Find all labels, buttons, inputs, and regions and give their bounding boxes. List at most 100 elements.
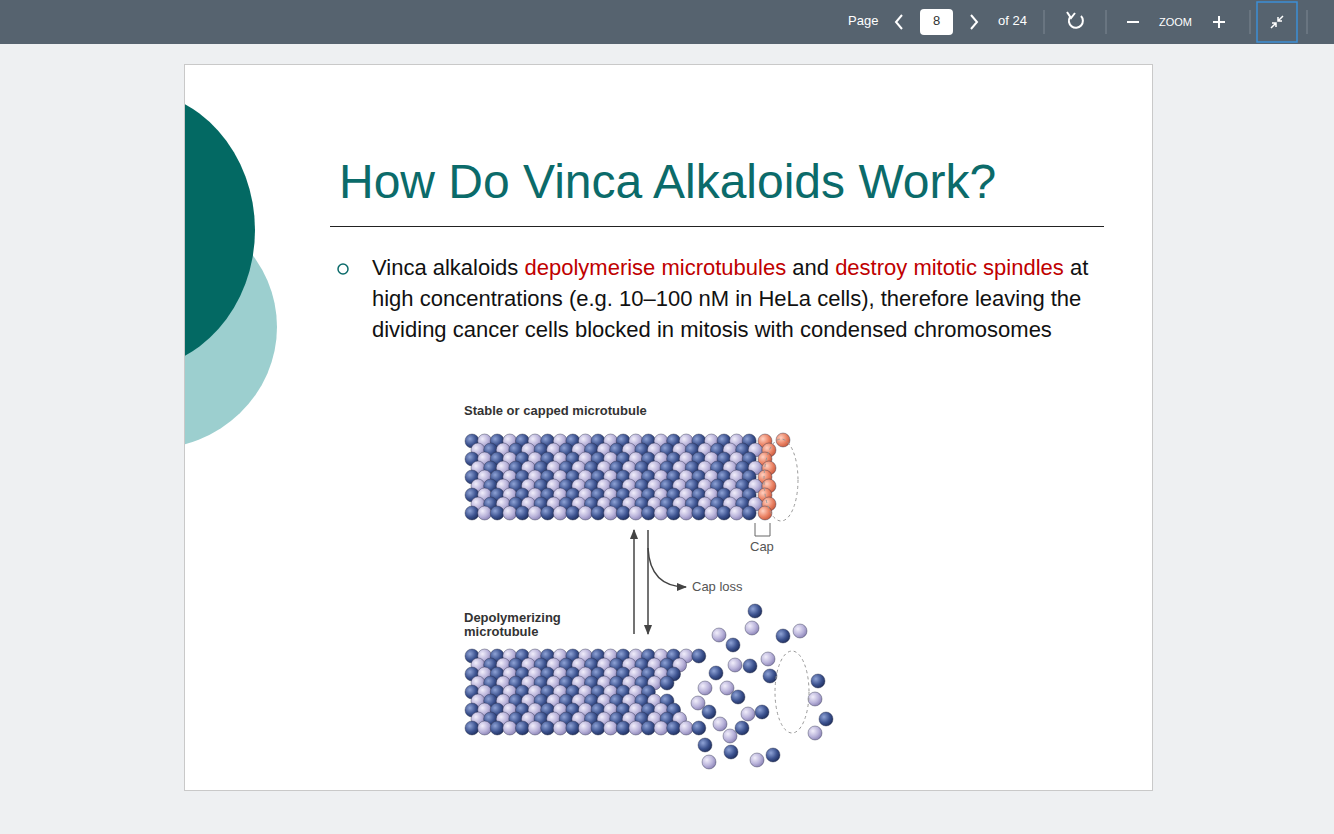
tubulin-subunit <box>712 628 726 642</box>
zoom-label: ZOOM <box>1159 16 1192 28</box>
tubulin-subunit <box>692 649 706 663</box>
collapse-icon <box>1271 16 1283 28</box>
tubulin-subunit <box>766 748 780 762</box>
tubulin-subunit <box>713 717 727 731</box>
tubulin-subunit <box>566 721 580 735</box>
tubulin-subunit <box>591 506 605 520</box>
tubulin-subunit <box>478 721 492 735</box>
tubulin-subunit <box>692 721 706 735</box>
tubulin-subunit <box>667 721 681 735</box>
tubulin-subunit <box>604 506 618 520</box>
page-input <box>920 9 953 35</box>
title-rule <box>330 226 1104 227</box>
bullet <box>338 264 348 274</box>
page-count: of 24 <box>998 14 1027 28</box>
tubulin-subunit <box>528 506 542 520</box>
tubulin-subunit <box>566 506 580 520</box>
tubulin-subunit <box>591 721 605 735</box>
bullet-paragraph: Vinca alkaloids depolymerise microtubule… <box>372 252 1094 345</box>
bullet-text: Vinca alkaloids <box>372 255 518 280</box>
tubulin-subunit <box>704 506 718 520</box>
tubulin-subunit <box>528 721 542 735</box>
illustration-label: Stable or capped microtubule <box>464 404 647 418</box>
tubulin-subunit <box>641 721 655 735</box>
tubulin-subunit <box>465 721 479 735</box>
equilibrium-arrow <box>647 530 649 634</box>
tubulin-subunit <box>717 506 731 520</box>
toolbar <box>0 0 1334 44</box>
page-number: 8 <box>933 14 940 28</box>
tube-end-outline <box>775 651 809 733</box>
tubulin-subunit <box>503 506 517 520</box>
tubulin-subunit <box>667 506 681 520</box>
tubulin-subunit <box>578 506 592 520</box>
separator <box>1044 10 1045 34</box>
tubulin-subunit <box>515 721 529 735</box>
tubulin-subunit <box>763 669 777 683</box>
tubulin-subunit <box>698 681 712 695</box>
highlight-text: depolymerise microtubules <box>524 255 786 280</box>
tubulin-subunit <box>660 676 674 690</box>
tubulin-subunit <box>629 721 643 735</box>
prev-icon <box>896 15 902 29</box>
tubulin-subunit <box>755 705 769 719</box>
tubulin-subunit <box>702 705 716 719</box>
illustration-label: Cap <box>750 540 774 554</box>
tubulin-subunit <box>553 506 567 520</box>
deco-circle <box>185 90 255 370</box>
tubulin-subunit <box>758 506 772 520</box>
tubulin-subunit <box>750 753 764 767</box>
tubulin-subunit <box>541 506 555 520</box>
tubulin-subunit <box>691 696 705 710</box>
illustration-label: Depolymerizing microtubule <box>464 611 574 640</box>
slide-title: How Do Vinca Alkaloids Work? <box>339 154 996 209</box>
cap-loss-arrow <box>648 548 686 587</box>
separator <box>1250 10 1251 34</box>
tubulin-subunit <box>679 721 693 735</box>
tubulin-subunit <box>553 721 567 735</box>
tubulin-subunit <box>728 658 742 672</box>
separator <box>1106 10 1107 34</box>
next-icon <box>971 15 977 29</box>
highlight-text: destroy mitotic spindles <box>835 255 1064 280</box>
tubulin-subunit <box>578 721 592 735</box>
tubulin-subunit <box>654 506 668 520</box>
equilibrium-arrow <box>633 530 635 634</box>
tubulin-subunit <box>465 506 479 520</box>
cap-bracket <box>755 523 770 536</box>
tubulin-subunit <box>776 629 790 643</box>
tubulin-subunit <box>604 721 618 735</box>
tubulin-subunit <box>741 707 755 721</box>
tubulin-subunit <box>541 721 555 735</box>
rotate-icon <box>1067 12 1075 18</box>
tubulin-subunit <box>616 506 630 520</box>
tubulin-subunit <box>616 721 630 735</box>
tubulin-subunit <box>490 721 504 735</box>
slide <box>185 65 1153 791</box>
illustration-label: Cap loss <box>692 580 743 594</box>
separator <box>1307 10 1308 34</box>
zoom-in-icon <box>1213 16 1225 28</box>
tubulin-subunit <box>808 692 822 706</box>
tubulin-subunit <box>742 506 756 520</box>
page-label: Page <box>848 14 878 28</box>
tubulin-subunit <box>808 726 822 740</box>
tubulin-subunit <box>720 681 734 695</box>
tubulin-subunit <box>726 638 740 652</box>
tubulin-subunit <box>811 674 825 688</box>
tubulin-subunit <box>490 506 504 520</box>
zoom-out-icon <box>1127 21 1139 23</box>
microtubule-illustration <box>465 433 833 769</box>
bullet-text: and <box>792 255 829 280</box>
tubulin-subunit <box>731 690 745 704</box>
fullscreen-button <box>1257 2 1297 42</box>
tubulin-subunit <box>698 738 712 752</box>
tubulin-subunit <box>503 721 517 735</box>
tubulin-subunit <box>692 506 706 520</box>
tubulin-subunit <box>515 506 529 520</box>
tubulin-subunit <box>745 621 759 635</box>
tubulin-subunit <box>730 506 744 520</box>
tubulin-subunit <box>724 745 738 759</box>
tubulin-subunit <box>819 712 833 726</box>
